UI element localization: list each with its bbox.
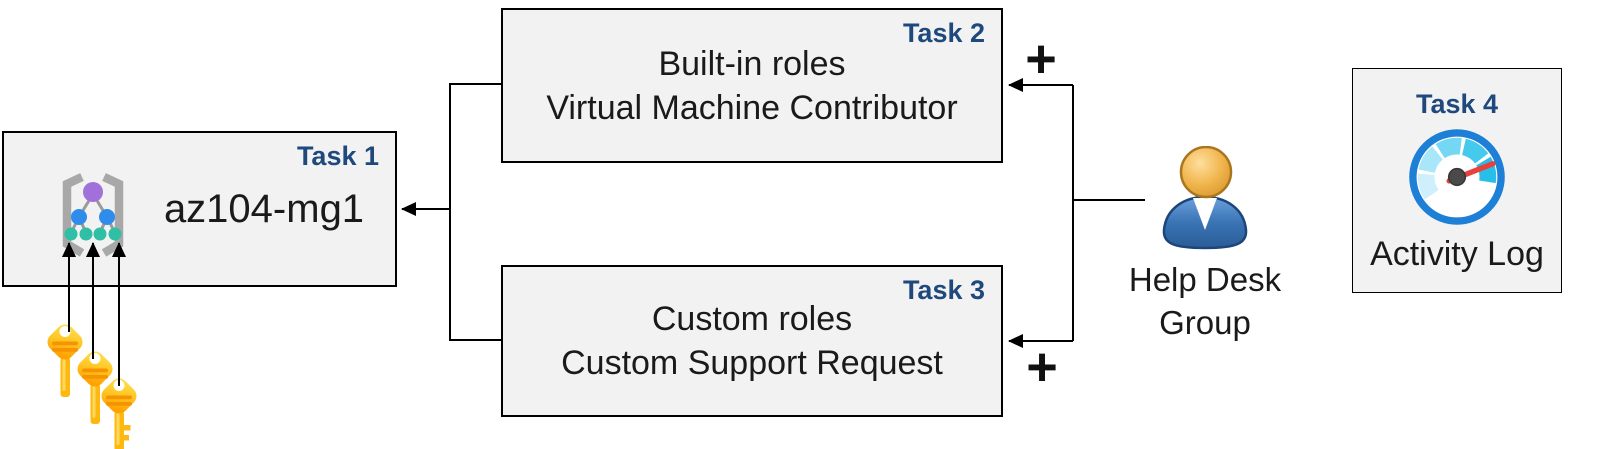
task3-box: Task 3 Custom roles Custom Support Reque… xyxy=(501,265,1003,417)
management-group-icon xyxy=(62,173,124,257)
tree-node-blue xyxy=(99,209,115,225)
key-icon-2 xyxy=(77,351,113,424)
tree-node-purple xyxy=(83,182,103,202)
tree-node-teal xyxy=(79,227,93,241)
bracket-right xyxy=(101,173,124,257)
task3-line1: Custom roles xyxy=(651,300,853,338)
task3-line2: Custom Support Request xyxy=(561,344,943,382)
task2-label: Task 2 xyxy=(902,18,985,48)
task2-line1: Built-in roles xyxy=(658,44,846,83)
tree-node-teal xyxy=(93,227,107,241)
tree-node-blue xyxy=(71,209,87,225)
task2-text: Built-in roles Virtual Machine Contribut… xyxy=(503,10,1001,161)
management-group-name: az104-mg1 xyxy=(163,186,365,231)
key-icon-3 xyxy=(101,378,137,449)
tree-node-teal xyxy=(64,227,78,241)
tree-node-teal xyxy=(108,227,122,241)
task3-label: Task 3 xyxy=(902,275,985,305)
task2-line2: Virtual Machine Contributor xyxy=(546,88,958,127)
plus-symbol-bottom: + xyxy=(1026,337,1058,397)
user-head xyxy=(1179,146,1233,199)
task2-box: Task 2 Built-in roles Virtual Machine Co… xyxy=(501,8,1003,163)
help-desk-group-label: Help Desk Group xyxy=(1129,258,1281,344)
connector-left-branch xyxy=(449,83,501,341)
help-desk-line1: Help Desk xyxy=(1128,261,1282,298)
gauge-segments xyxy=(1417,137,1497,200)
plus-symbol-top: + xyxy=(1025,29,1057,89)
user-collar xyxy=(1193,198,1217,230)
gauge-hub xyxy=(1447,167,1467,187)
task1-box: Task 1 az104-mg1 xyxy=(2,131,397,287)
task4-box: Task 4 Activity Log xyxy=(1352,68,1562,293)
gauge-icon xyxy=(1409,129,1505,225)
task1-label: Task 1 xyxy=(296,141,379,171)
task4-caption: Activity Log xyxy=(1370,235,1544,273)
key-icon-1 xyxy=(47,324,83,397)
help-desk-line2: Group xyxy=(1159,304,1251,341)
help-desk-group: Help Desk Group xyxy=(1110,146,1300,344)
task3-text: Custom roles Custom Support Request xyxy=(503,267,1001,415)
task4-label: Task 4 xyxy=(1415,89,1499,119)
user-icon xyxy=(1162,146,1248,250)
